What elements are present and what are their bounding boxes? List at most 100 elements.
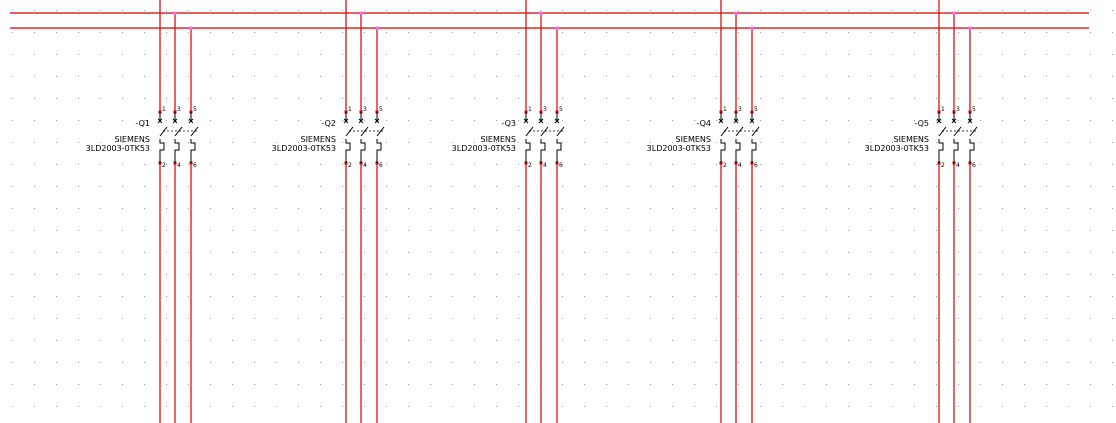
grid-dot (870, 406, 871, 407)
grid-dot (980, 406, 981, 407)
grid-dot (364, 164, 365, 165)
grid-dot (606, 142, 607, 143)
grid-dot (122, 230, 123, 231)
grid-dot (694, 384, 695, 385)
grid-dot (584, 186, 585, 187)
grid-dot (848, 318, 849, 319)
grid-dot (386, 384, 387, 385)
grid-dot (474, 208, 475, 209)
grid-dot (804, 274, 805, 275)
grid-dot (386, 142, 387, 143)
grid-dot (188, 296, 189, 297)
grid-dot (342, 120, 343, 121)
grid-dot (364, 208, 365, 209)
grid-dot (1046, 296, 1047, 297)
grid-dot (1046, 340, 1047, 341)
grid-dot (496, 296, 497, 297)
grid-dot (210, 76, 211, 77)
grid-dot (364, 318, 365, 319)
grid-dot (122, 362, 123, 363)
grid-dot (606, 406, 607, 407)
grid-dot (452, 252, 453, 253)
grid-dot (276, 32, 277, 33)
grid-dot (34, 208, 35, 209)
grid-dot (210, 32, 211, 33)
grid-dot (320, 340, 321, 341)
grid-dot (1068, 340, 1069, 341)
grid-dot (650, 120, 651, 121)
grid-dot (694, 76, 695, 77)
grid-dot (1002, 54, 1003, 55)
grid-dot (342, 406, 343, 407)
junction-node (968, 26, 972, 30)
grid-dot (694, 10, 695, 11)
grid-dot (188, 98, 189, 99)
grid-dot (100, 120, 101, 121)
grid-dot (628, 274, 629, 275)
grid-dot (364, 406, 365, 407)
pin-number-bottom: 6 (972, 162, 976, 169)
grid-dot (518, 98, 519, 99)
grid-dot (12, 10, 13, 11)
grid-dot (78, 186, 79, 187)
grid-dot (144, 406, 145, 407)
grid-dot (562, 340, 563, 341)
grid-dot (804, 230, 805, 231)
grid-dot (320, 296, 321, 297)
grid-dot (474, 406, 475, 407)
grid-dot (320, 274, 321, 275)
grid-dot (386, 10, 387, 11)
grid-dot (518, 164, 519, 165)
grid-dot (628, 164, 629, 165)
pin-number-top: 3 (363, 106, 367, 113)
grid-dot (1024, 362, 1025, 363)
grid-dot (210, 384, 211, 385)
grid-dot (254, 296, 255, 297)
grid-dot (782, 274, 783, 275)
grid-dot (1090, 10, 1091, 11)
grid-dot (144, 54, 145, 55)
grid-dot (408, 406, 409, 407)
grid-dot (562, 406, 563, 407)
grid-dot (496, 252, 497, 253)
grid-dot (936, 164, 937, 165)
grid-dot (342, 230, 343, 231)
grid-dot (1068, 76, 1069, 77)
pin-number-top: 3 (543, 106, 547, 113)
breaker-maker: SIEMENS (675, 135, 711, 144)
grid-dot (1112, 340, 1113, 341)
grid-dot (474, 54, 475, 55)
grid-dot (782, 164, 783, 165)
grid-dot (144, 76, 145, 77)
grid-dot (518, 384, 519, 385)
grid-dot (518, 362, 519, 363)
grid-dot (1112, 32, 1113, 33)
grid-dot (870, 384, 871, 385)
grid-dot (958, 252, 959, 253)
pin-number-top: 1 (528, 106, 532, 113)
grid-dot (210, 230, 211, 231)
grid-dot (34, 164, 35, 165)
grid-dot (298, 76, 299, 77)
grid-dot (34, 274, 35, 275)
grid-dot (694, 296, 695, 297)
grid-dot (936, 230, 937, 231)
grid-dot (232, 54, 233, 55)
grid-dot (276, 76, 277, 77)
grid-dot (364, 252, 365, 253)
grid-dot (320, 76, 321, 77)
grid-dot (320, 362, 321, 363)
grid-dot (1090, 186, 1091, 187)
grid-dot (1002, 164, 1003, 165)
grid-dot (892, 120, 893, 121)
grid-dot (78, 98, 79, 99)
grid-dot (584, 98, 585, 99)
grid-dot (650, 76, 651, 77)
grid-dot (628, 10, 629, 11)
